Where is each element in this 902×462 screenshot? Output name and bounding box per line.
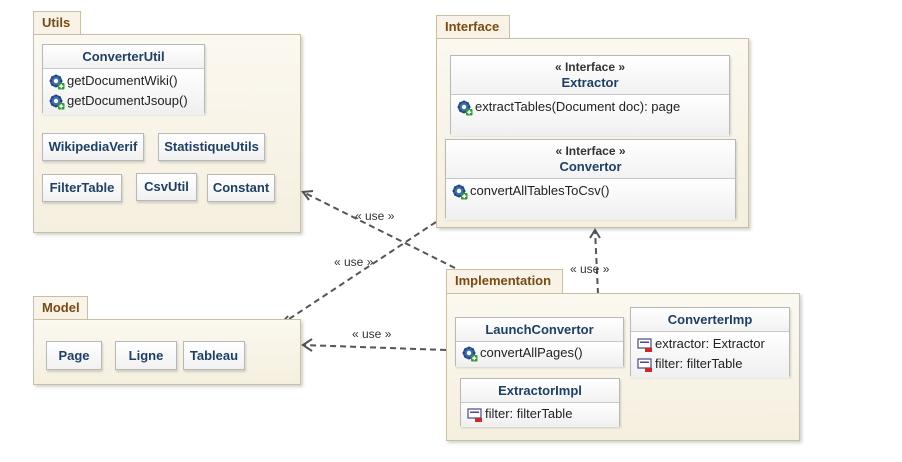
field-filter[interactable]: filter: filterTable — [631, 354, 789, 374]
stereotype-label: « Interface » — [554, 60, 626, 74]
arrowhead-utils — [301, 190, 314, 201]
class-converterutil[interactable]: ConverterUtil getDocumentWiki() getDocum… — [42, 44, 205, 115]
public-method-icon — [452, 183, 468, 200]
class-page[interactable]: Page — [46, 341, 102, 370]
class-ligne[interactable]: Ligne — [115, 341, 177, 370]
class-name: Convertor — [559, 159, 622, 174]
use-label-interface-model: « use » — [334, 255, 374, 269]
class-name: ExtractorImpl — [461, 379, 619, 403]
use-arrow-impl-interface — [594, 229, 599, 295]
class-name: LaunchConvertor — [456, 318, 623, 342]
private-field-icon — [637, 357, 653, 373]
method-getdocumentjsoup[interactable]: getDocumentJsoup() — [43, 91, 204, 111]
interface-header: « Interface » Convertor — [446, 140, 735, 179]
private-field-icon — [467, 407, 483, 423]
private-field-icon — [637, 337, 653, 353]
use-label-utils: « use » — [355, 209, 395, 223]
class-launchconvertor[interactable]: LaunchConvertor convertAllPages() — [455, 317, 624, 367]
interface-header: « Interface » Extractor — [451, 56, 729, 95]
stereotype-label: « Interface » — [555, 144, 626, 158]
method-extracttables[interactable]: extractTables(Document doc): page — [451, 97, 729, 117]
field-extractor[interactable]: extractor: Extractor — [631, 334, 789, 354]
interface-convertor[interactable]: « Interface » Convertor convertAllTables… — [445, 139, 736, 220]
class-constant[interactable]: Constant — [207, 174, 275, 202]
class-tableau[interactable]: Tableau — [183, 341, 245, 370]
arrowhead-interface — [589, 228, 601, 239]
package-tab-interface[interactable]: Interface — [436, 15, 510, 39]
public-method-icon — [457, 99, 473, 116]
method-getdocumentwiki[interactable]: getDocumentWiki() — [43, 71, 204, 91]
use-arrow-impl-model — [302, 344, 447, 351]
class-name: ConverterImp — [631, 308, 789, 332]
use-arrow-impl-utils — [302, 191, 456, 269]
package-tab-utils[interactable]: Utils — [33, 11, 81, 35]
class-filtertable[interactable]: FilterTable — [42, 174, 122, 202]
public-method-icon — [462, 345, 478, 362]
field-filter[interactable]: filter: filterTable — [461, 404, 619, 424]
class-converterimp[interactable]: ConverterImp extractor: Extractor filter… — [630, 307, 790, 378]
interface-extractor[interactable]: « Interface » Extractor extractTables(Do… — [450, 55, 730, 136]
class-statistiqueutils[interactable]: StatistiqueUtils — [158, 133, 265, 161]
arrowhead-model-right — [301, 338, 313, 352]
class-name: Extractor — [561, 75, 619, 90]
public-method-icon — [49, 93, 65, 110]
class-name: ConverterUtil — [43, 45, 204, 69]
method-convertalltablestocsv[interactable]: convertAllTablesToCsv() — [446, 181, 735, 201]
use-arrow-interface-model — [279, 221, 437, 326]
class-csvutil[interactable]: CsvUtil — [136, 173, 197, 201]
class-wikipediaverif[interactable]: WikipediaVerif — [42, 133, 144, 161]
use-label-impl-model: « use » — [352, 327, 392, 341]
package-tab-model[interactable]: Model — [33, 296, 88, 320]
package-tab-implementation[interactable]: Implementation — [446, 269, 563, 294]
public-method-icon — [49, 73, 65, 90]
use-label-impl-interface: « use » — [570, 262, 610, 276]
method-convertallpages[interactable]: convertAllPages() — [456, 343, 623, 363]
class-extractorimpl[interactable]: ExtractorImpl filter: filterTable — [460, 378, 620, 427]
